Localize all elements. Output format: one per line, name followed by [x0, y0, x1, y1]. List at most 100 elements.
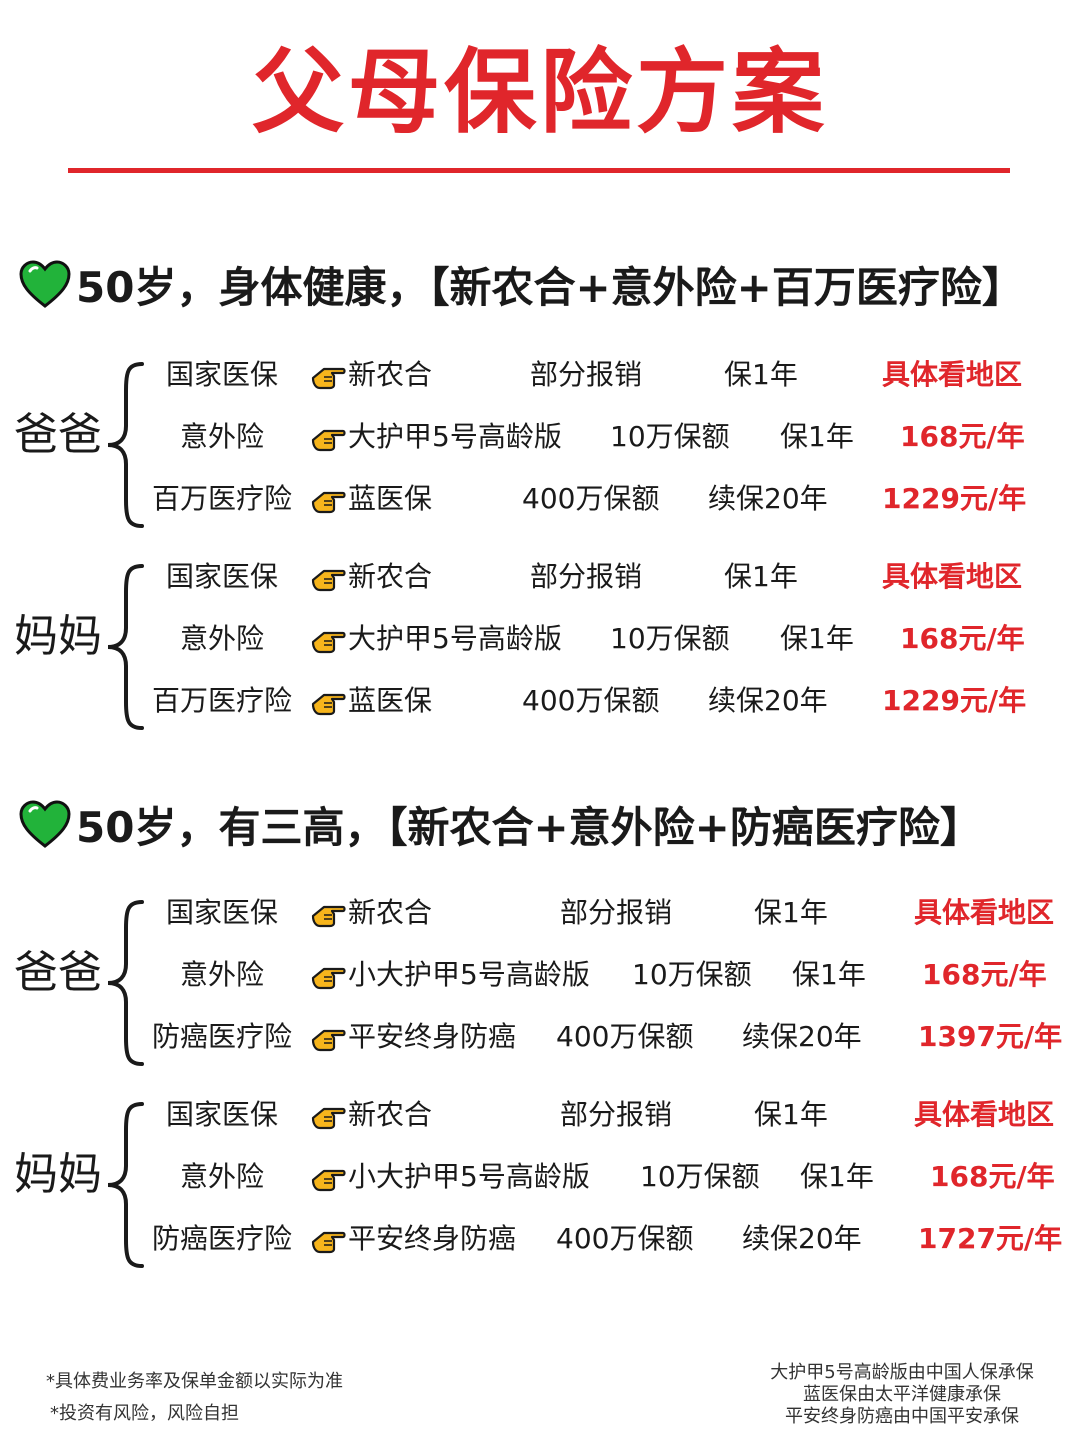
annual-price: 168元/年 — [900, 420, 1025, 453]
annual-price: 具体看地区 — [914, 1098, 1055, 1131]
curly-brace-icon — [107, 900, 144, 1066]
table-row: 百万医疗险 蓝医保 400万保额 续保20年 1229元/年 — [0, 474, 1080, 524]
table-row: 国家医保 新农合 部分报销 保1年 具体看地区 — [0, 1090, 1080, 1140]
curly-brace-icon — [107, 564, 144, 730]
person-name: 妈妈 — [14, 611, 102, 662]
green-heart-icon — [19, 260, 71, 308]
insurance-category: 百万医疗险 — [152, 684, 293, 717]
product-name: 小大护甲5号高龄版 — [348, 958, 590, 991]
product-cell: 新农合 — [310, 888, 432, 938]
person-block-father: 爸爸 国家医保 新农合 部分报销 保1年 具体看地区 意外险 大护甲5号高龄版 … — [0, 350, 1080, 540]
coverage-term: 续保20年 — [742, 1222, 862, 1255]
product-cell: 大护甲5号高龄版 — [310, 412, 562, 462]
coverage-amount: 400万保额 — [556, 1020, 694, 1053]
product-cell: 小大护甲5号高龄版 — [310, 1152, 590, 1202]
coverage-amount: 400万保额 — [522, 482, 660, 515]
coverage-term: 续保20年 — [708, 482, 828, 515]
title-divider — [68, 168, 1010, 173]
coverage-term: 续保20年 — [708, 684, 828, 717]
pointing-hand-icon — [311, 367, 346, 390]
section-heading-text: 50岁，身体健康，【新农合+意外险+百万医疗险】 — [76, 262, 1024, 312]
pointing-hand-icon — [311, 429, 346, 452]
pointing-hand-icon — [311, 631, 346, 654]
product-cell: 蓝医保 — [310, 474, 432, 524]
curly-brace-icon — [107, 362, 144, 528]
pointing-hand-icon — [311, 1107, 346, 1130]
person-name: 妈妈 — [14, 1149, 102, 1200]
insurance-category: 国家医保 — [166, 560, 279, 593]
product-name: 新农合 — [348, 358, 433, 391]
curly-brace-icon — [107, 1102, 144, 1268]
product-name: 大护甲5号高龄版 — [348, 622, 562, 655]
table-row: 意外险 小大护甲5号高龄版 10万保额 保1年 168元/年 — [0, 950, 1080, 1000]
insurance-category: 意外险 — [180, 420, 265, 453]
product-name: 新农合 — [348, 560, 433, 593]
coverage-amount: 部分报销 — [560, 896, 673, 929]
coverage-term: 保1年 — [792, 958, 866, 991]
pointing-hand-icon — [311, 1169, 346, 1192]
annual-price: 168元/年 — [900, 622, 1025, 655]
annual-price: 具体看地区 — [882, 560, 1023, 593]
coverage-term: 保1年 — [800, 1160, 874, 1193]
annual-price: 具体看地区 — [914, 896, 1055, 929]
product-name: 平安终身防癌 — [348, 1222, 517, 1255]
annual-price: 168元/年 — [922, 958, 1047, 991]
section-heading-text: 50岁，有三高，【新农合+意外险+防癌医疗险】 — [76, 802, 982, 852]
section-heading-healthy: 50岁，身体健康，【新农合+意外险+百万医疗险】 — [18, 254, 1024, 314]
coverage-amount: 部分报销 — [530, 560, 643, 593]
underwriter-line: 平安终身防癌由中国平安承保 — [785, 1406, 1019, 1427]
product-cell: 新农合 — [310, 1090, 432, 1140]
pointing-hand-icon — [311, 967, 346, 990]
product-name: 大护甲5号高龄版 — [348, 420, 562, 453]
annual-price: 具体看地区 — [882, 358, 1023, 391]
pointing-hand-icon — [311, 1231, 346, 1254]
footnote-rates: *具体费业务率及保单金额以实际为准 — [46, 1371, 343, 1392]
insurance-category: 防癌医疗险 — [152, 1020, 293, 1053]
coverage-amount: 部分报销 — [560, 1098, 673, 1131]
product-name: 新农合 — [348, 896, 433, 929]
insurance-category: 国家医保 — [166, 358, 279, 391]
table-row: 防癌医疗险 平安终身防癌 400万保额 续保20年 1727元/年 — [0, 1214, 1080, 1264]
product-name: 蓝医保 — [348, 482, 433, 515]
table-row: 国家医保 新农合 部分报销 保1年 具体看地区 — [0, 888, 1080, 938]
coverage-term: 续保20年 — [742, 1020, 862, 1053]
product-name: 新农合 — [348, 1098, 433, 1131]
annual-price: 168元/年 — [930, 1160, 1055, 1193]
product-name: 蓝医保 — [348, 684, 433, 717]
insurance-category: 意外险 — [180, 1160, 265, 1193]
coverage-term: 保1年 — [780, 622, 854, 655]
insurance-category: 防癌医疗险 — [152, 1222, 293, 1255]
coverage-amount: 400万保额 — [556, 1222, 694, 1255]
person-block-father: 爸爸 国家医保 新农合 部分报销 保1年 具体看地区 意外险 小大护甲5号高龄版… — [0, 888, 1080, 1078]
product-cell: 蓝医保 — [310, 676, 432, 726]
underwriter-line: 大护甲5号高龄版由中国人保承保 — [770, 1362, 1034, 1383]
page-title: 父母保险方案 — [251, 39, 828, 146]
annual-price: 1229元/年 — [882, 684, 1027, 717]
product-cell: 小大护甲5号高龄版 — [310, 950, 590, 1000]
product-name: 小大护甲5号高龄版 — [348, 1160, 590, 1193]
product-cell: 新农合 — [310, 350, 432, 400]
insurance-category: 意外险 — [180, 958, 265, 991]
insurance-category: 国家医保 — [166, 1098, 279, 1131]
coverage-term: 保1年 — [780, 420, 854, 453]
coverage-amount: 10万保额 — [640, 1160, 760, 1193]
pointing-hand-icon — [311, 905, 346, 928]
table-row: 防癌医疗险 平安终身防癌 400万保额 续保20年 1397元/年 — [0, 1012, 1080, 1062]
insurance-category: 国家医保 — [166, 896, 279, 929]
table-row: 百万医疗险 蓝医保 400万保额 续保20年 1229元/年 — [0, 676, 1080, 726]
coverage-amount: 400万保额 — [522, 684, 660, 717]
table-row: 国家医保 新农合 部分报销 保1年 具体看地区 — [0, 552, 1080, 602]
underwriter-line: 蓝医保由太平洋健康承保 — [803, 1384, 1001, 1405]
pointing-hand-icon — [311, 491, 346, 514]
insurance-category: 百万医疗险 — [152, 482, 293, 515]
section-heading-three-highs: 50岁，有三高，【新农合+意外险+防癌医疗险】 — [18, 794, 982, 854]
product-cell: 新农合 — [310, 552, 432, 602]
insurance-category: 意外险 — [180, 622, 265, 655]
person-block-mother: 妈妈 国家医保 新农合 部分报销 保1年 具体看地区 意外险 小大护甲5号高龄版… — [0, 1090, 1080, 1280]
pointing-hand-icon — [311, 693, 346, 716]
coverage-term: 保1年 — [754, 896, 828, 929]
table-row: 国家医保 新农合 部分报销 保1年 具体看地区 — [0, 350, 1080, 400]
coverage-term: 保1年 — [724, 358, 798, 391]
table-row: 意外险 大护甲5号高龄版 10万保额 保1年 168元/年 — [0, 412, 1080, 462]
footnote-risk: *投资有风险，风险自担 — [50, 1403, 239, 1424]
